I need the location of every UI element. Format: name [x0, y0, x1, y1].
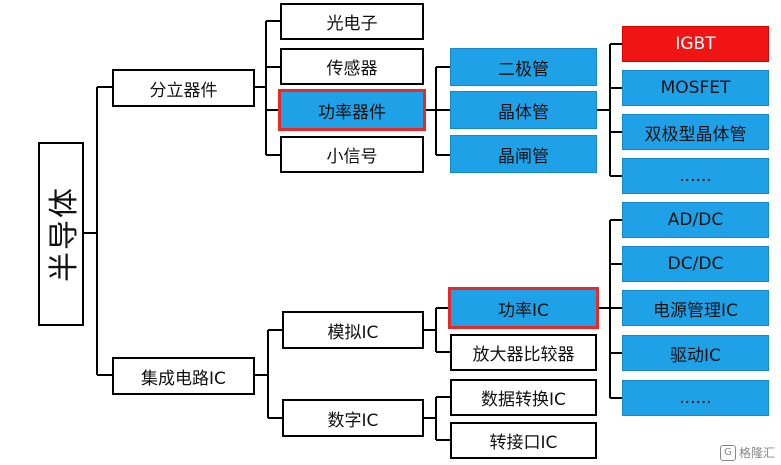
node-transistor-more: ...... — [622, 158, 769, 194]
watermark-text: 格隆汇 — [738, 446, 775, 460]
node-amplifier-comparator: 放大器比较器 — [450, 334, 597, 371]
node-driver-ic: 驱动IC — [622, 335, 769, 371]
node-interface-ic: 转接口IC — [450, 422, 597, 459]
node-optoelectronics: 光电子 — [280, 3, 424, 40]
node-power-ic: 功率IC — [448, 287, 599, 329]
root-label: 半导体 — [47, 186, 82, 282]
node-diode: 二极管 — [450, 48, 597, 86]
node-dc-dc: DC/DC — [622, 246, 769, 282]
node-bipolar-transistor: 双极型晶体管 — [622, 114, 769, 150]
node-mosfet: MOSFET — [622, 70, 769, 106]
node-power-management-ic: 电源管理IC — [622, 290, 769, 326]
node-transistor: 晶体管 — [450, 91, 597, 129]
root-node: 半导体 — [38, 142, 84, 326]
node-power-ic-more: ...... — [622, 380, 769, 416]
watermark: G 格隆汇 — [719, 444, 775, 461]
node-ad-dc: AD/DC — [622, 202, 769, 238]
node-sensors: 传感器 — [280, 48, 424, 85]
node-small-signal: 小信号 — [280, 136, 424, 173]
node-integrated-circuit: 集成电路IC — [112, 357, 255, 395]
node-discrete-devices: 分立器件 — [112, 69, 255, 107]
node-power-devices: 功率器件 — [278, 89, 426, 131]
node-analog-ic: 模拟IC — [282, 311, 424, 349]
node-igbt: IGBT — [622, 26, 769, 62]
node-thyristor: 晶闸管 — [450, 135, 597, 173]
watermark-logo-icon: G — [719, 444, 736, 461]
node-digital-ic: 数字IC — [282, 399, 424, 437]
node-data-converter-ic: 数据转换IC — [450, 379, 597, 416]
